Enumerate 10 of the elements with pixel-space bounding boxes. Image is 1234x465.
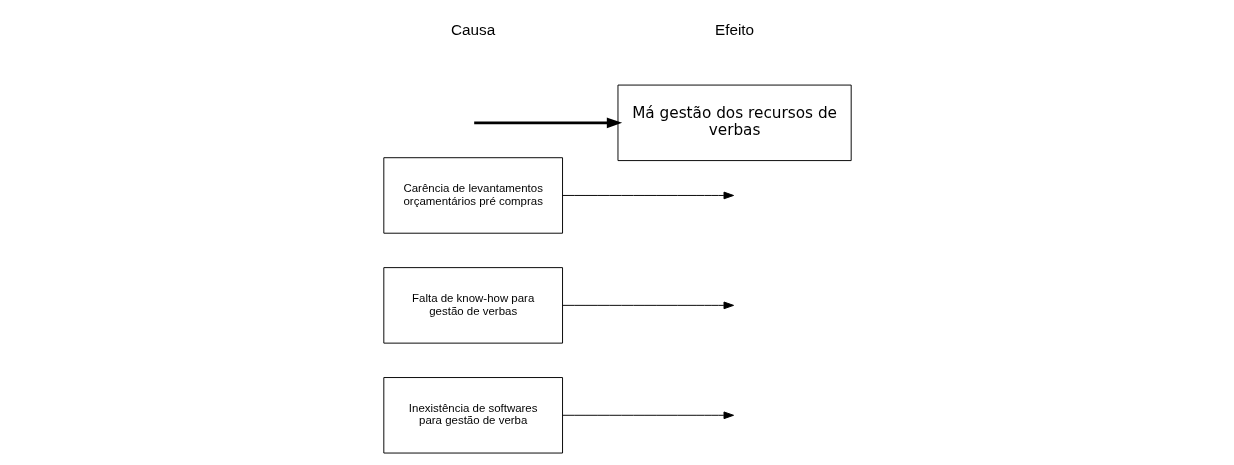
arrow — [561, 191, 734, 200]
node-box: Má gestão dos recursos de verbas — [617, 84, 852, 162]
node-box: Falta de know-how para gestão de verbas — [382, 267, 563, 344]
arrow — [561, 411, 734, 420]
node-box: Carência de levantamentos orçamentários pré compras — [382, 157, 563, 234]
arrow — [473, 117, 622, 129]
arrow — [561, 301, 734, 310]
label: Causa — [450, 20, 495, 38]
label: Efeito — [714, 20, 754, 38]
node-box: Inexistência de softwares para gestão de verba — [382, 377, 563, 454]
